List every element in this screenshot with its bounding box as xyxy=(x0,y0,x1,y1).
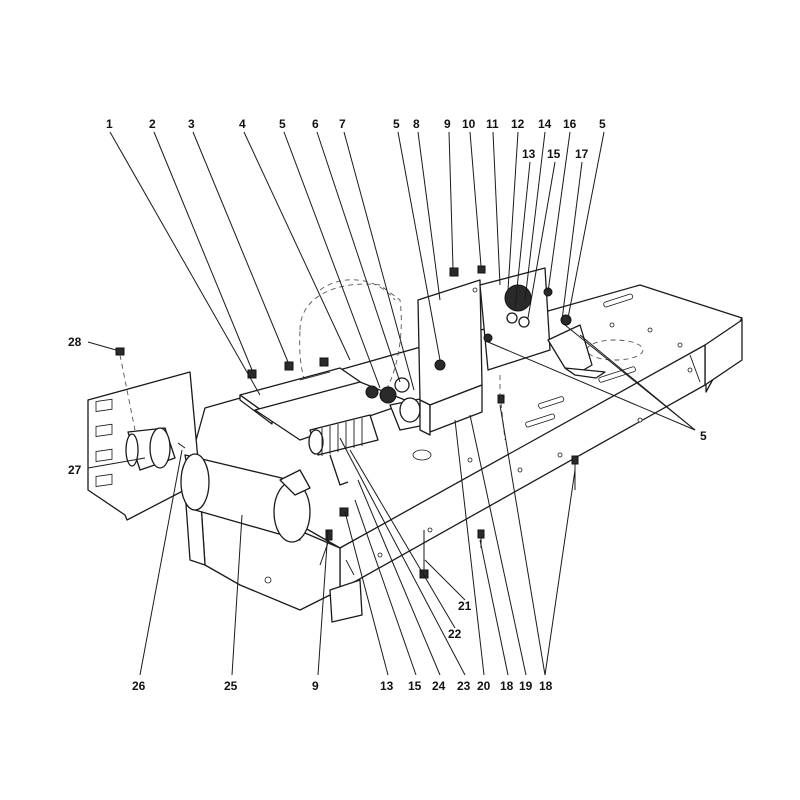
callout-10: 10 xyxy=(462,117,476,131)
muffler xyxy=(180,453,311,543)
callout-13: 13 xyxy=(522,147,536,161)
callout-20: 20 xyxy=(477,679,491,693)
callout-5: 5 xyxy=(393,117,400,131)
callout-labels: 1 2 3 4 5 6 7 5 8 9 10 11 12 14 16 5 13 … xyxy=(68,117,707,693)
callout-1: 1 xyxy=(106,117,113,131)
callout-16: 16 xyxy=(563,117,577,131)
callout-15: 15 xyxy=(408,679,422,693)
hardware-bolts xyxy=(115,265,579,579)
callout-5: 5 xyxy=(599,117,606,131)
callout-15: 15 xyxy=(547,147,561,161)
callout-19: 19 xyxy=(519,679,533,693)
callout-26: 26 xyxy=(132,679,146,693)
callout-11: 11 xyxy=(486,117,499,131)
callout-23: 23 xyxy=(457,679,471,693)
callout-8: 8 xyxy=(413,117,420,131)
callout-7: 7 xyxy=(339,117,346,131)
callout-4: 4 xyxy=(239,117,246,131)
callout-25: 25 xyxy=(224,679,238,693)
callout-27: 27 xyxy=(68,463,82,477)
upright-bracket xyxy=(417,279,483,436)
exhaust-pipe xyxy=(125,427,186,471)
callout-24: 24 xyxy=(432,679,446,693)
callout-18: 18 xyxy=(539,679,553,693)
callout-5: 5 xyxy=(700,429,707,443)
callout-21: 21 xyxy=(458,599,472,613)
callout-17: 17 xyxy=(575,147,589,161)
callout-5: 5 xyxy=(279,117,286,131)
callout-28: 28 xyxy=(68,335,82,349)
callout-9: 9 xyxy=(444,117,451,131)
callout-18: 18 xyxy=(500,679,514,693)
callout-9: 9 xyxy=(312,679,319,693)
callout-2: 2 xyxy=(149,117,156,131)
callout-14: 14 xyxy=(538,117,552,131)
callout-13: 13 xyxy=(380,679,394,693)
callout-6: 6 xyxy=(312,117,319,131)
callout-22: 22 xyxy=(448,627,462,641)
leader-lines xyxy=(87,131,696,676)
callout-3: 3 xyxy=(188,117,195,131)
callout-12: 12 xyxy=(511,117,525,131)
coil-spring xyxy=(308,414,379,486)
